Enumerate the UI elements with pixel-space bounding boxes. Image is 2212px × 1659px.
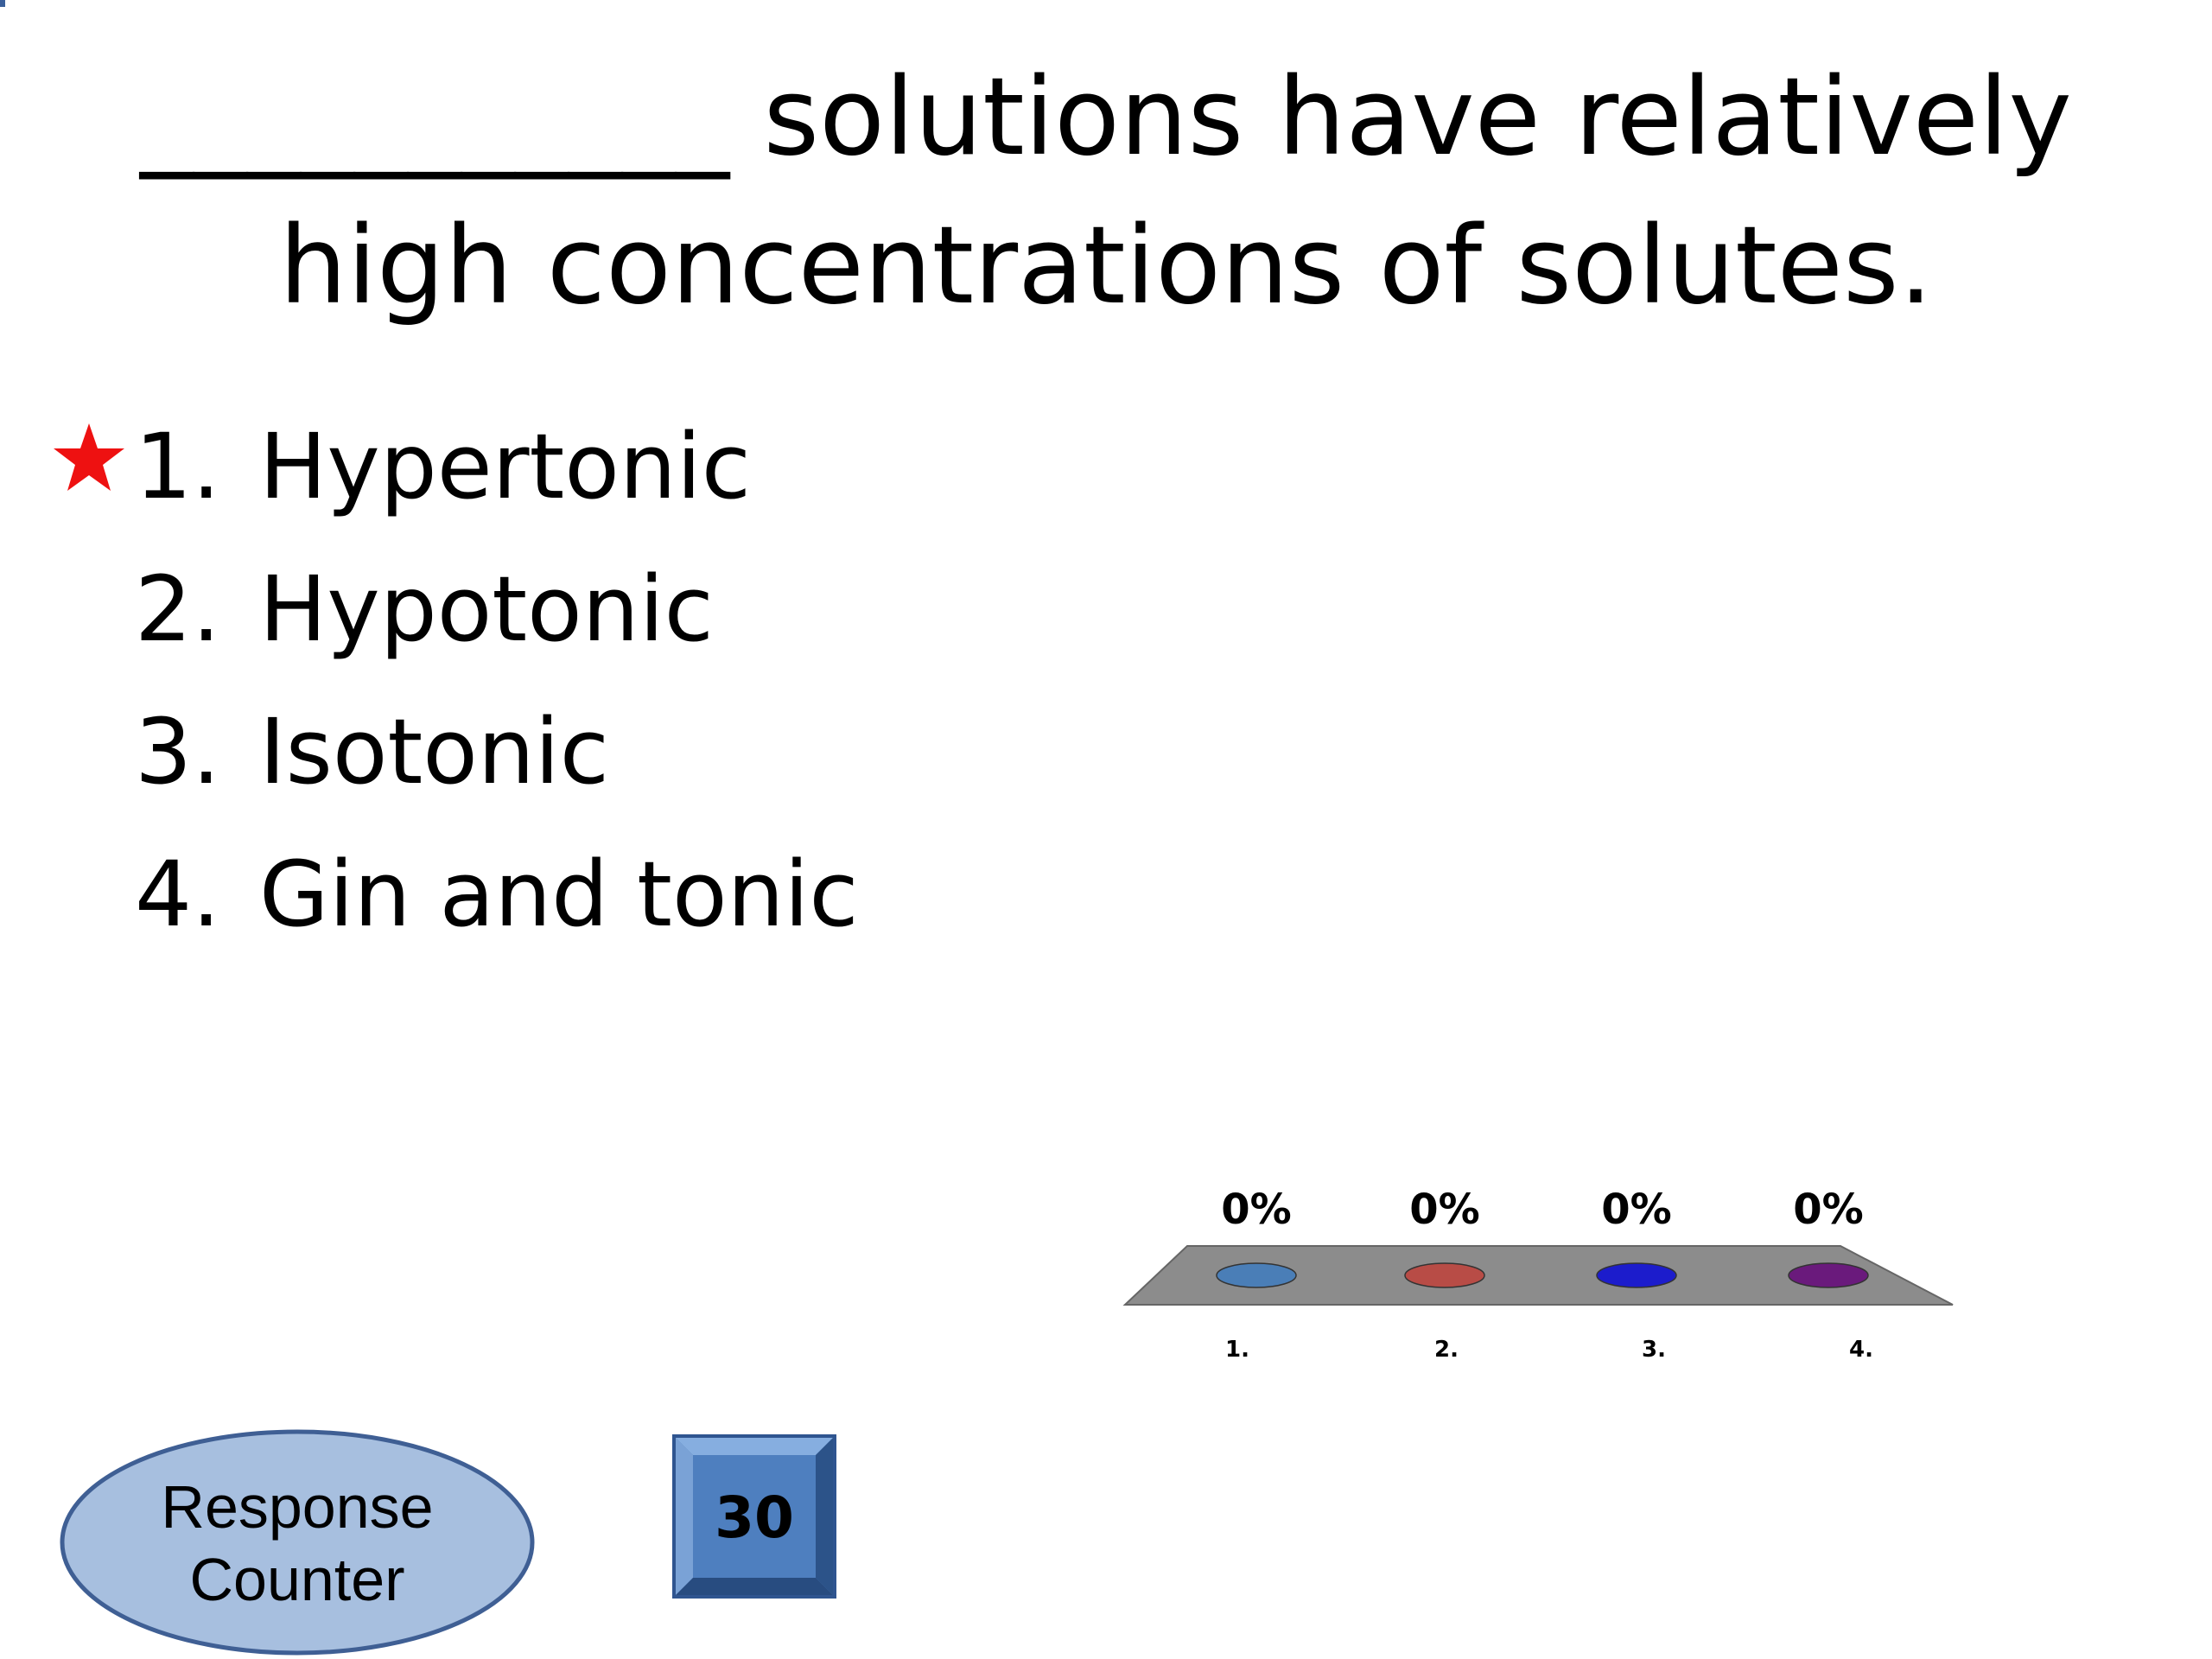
bar-3 <box>1596 1262 1677 1288</box>
answer-number: 4. <box>135 842 221 947</box>
title-blank: ___________ <box>140 55 730 180</box>
slide-corner-mark <box>0 0 5 7</box>
chart-floor <box>1122 1245 1954 1306</box>
correct-answer-star-icon <box>54 423 124 491</box>
question-title: ___________ solutions have relatively hi… <box>52 43 2160 340</box>
response-counter-button[interactable]: Response Counter <box>55 1426 539 1659</box>
answer-number: 1. <box>135 414 221 519</box>
category-label-4: 4. <box>1849 1337 1873 1363</box>
answer-text: Hypotonic <box>259 556 714 662</box>
results-chart: 0% 1. 0% 2. 0% 3. 0% 4. <box>1122 1185 1954 1363</box>
answer-number: 3. <box>135 699 221 804</box>
category-label-1: 1. <box>1225 1337 1249 1363</box>
bar-4 <box>1788 1262 1869 1288</box>
answer-number: 2. <box>135 556 221 662</box>
answer-text: Hypertonic <box>259 414 751 519</box>
data-label-3: 0% <box>1601 1185 1672 1234</box>
data-label-4: 0% <box>1793 1185 1864 1234</box>
data-label-1: 0% <box>1221 1185 1292 1234</box>
bar-2 <box>1404 1262 1485 1288</box>
answer-text: Gin and tonic <box>259 842 859 947</box>
data-label-2: 0% <box>1409 1185 1480 1234</box>
category-label-3: 3. <box>1642 1337 1666 1363</box>
answer-text: Isotonic <box>259 699 609 804</box>
title-line2: high concentrations of solutes. <box>279 204 1933 328</box>
title-line1: solutions have relatively <box>729 55 2072 180</box>
countdown-value: 30 <box>715 1484 794 1551</box>
category-label-2: 2. <box>1434 1337 1459 1363</box>
countdown-timer: 30 <box>672 1434 836 1599</box>
response-counter-line1: Response <box>161 1473 433 1541</box>
bar-1 <box>1216 1262 1297 1288</box>
response-counter-line2: Counter <box>189 1546 404 1613</box>
